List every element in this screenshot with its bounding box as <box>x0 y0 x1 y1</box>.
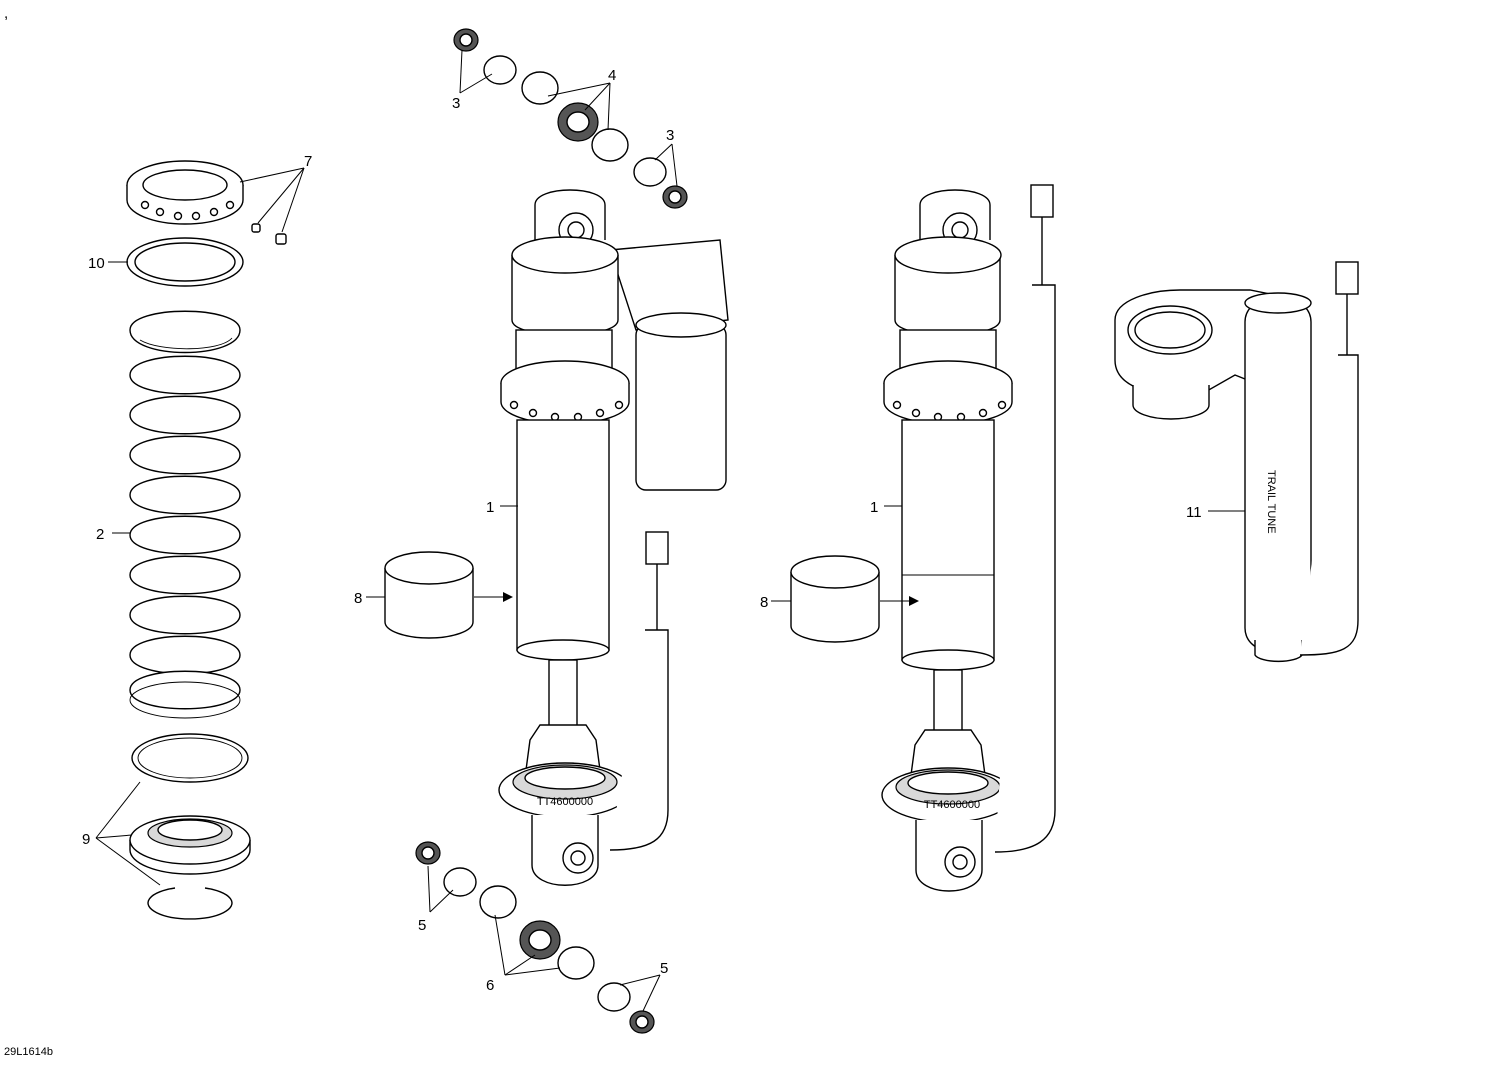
callout-5b: 5 <box>660 960 668 977</box>
remote-reservoir-11: TRAIL TUNE <box>1114 261 1359 663</box>
coil-spring <box>129 310 241 719</box>
drawing-code: 29L1614b <box>4 1046 53 1058</box>
callout-1: 1 <box>486 499 494 516</box>
bushing-8-left <box>384 551 474 639</box>
set-screws <box>251 223 287 245</box>
shock-serial-text-2: TT4600000 <box>924 799 980 811</box>
callout-8b: 8 <box>760 594 768 611</box>
callout-3: 3 <box>452 95 460 112</box>
shock-serial-text: TT4600000 <box>537 796 593 808</box>
leader-lines <box>95 49 1245 1012</box>
top-bushing-kit <box>453 28 688 209</box>
callout-5: 5 <box>418 917 426 934</box>
shock-absorber-1: TT4600000 <box>498 189 729 886</box>
callout-10: 10 <box>88 255 105 272</box>
corner-mark: , <box>4 5 8 22</box>
callout-4: 4 <box>608 67 616 84</box>
callout-11: 11 <box>1186 504 1202 521</box>
bottom-bushing-kit <box>415 841 655 1034</box>
callout-8: 8 <box>354 590 362 607</box>
callout-2: 2 <box>96 526 104 543</box>
adjuster-ring <box>126 160 244 225</box>
bushing-8-right <box>790 555 880 643</box>
reservoir-text: TRAIL TUNE <box>1265 470 1277 534</box>
washer-10 <box>126 237 244 287</box>
callout-7: 7 <box>304 153 312 170</box>
callout-6: 6 <box>486 977 494 994</box>
callout-9: 9 <box>82 831 90 848</box>
shock-absorber-2: TT4600000 <box>881 184 1056 892</box>
spring-seat-set-9 <box>129 733 251 920</box>
callout-labels: 1 1 2 3 3 4 5 5 6 7 8 8 9 10 11 <box>82 67 1202 994</box>
callout-3b: 3 <box>666 127 674 144</box>
callout-1b: 1 <box>870 499 878 516</box>
